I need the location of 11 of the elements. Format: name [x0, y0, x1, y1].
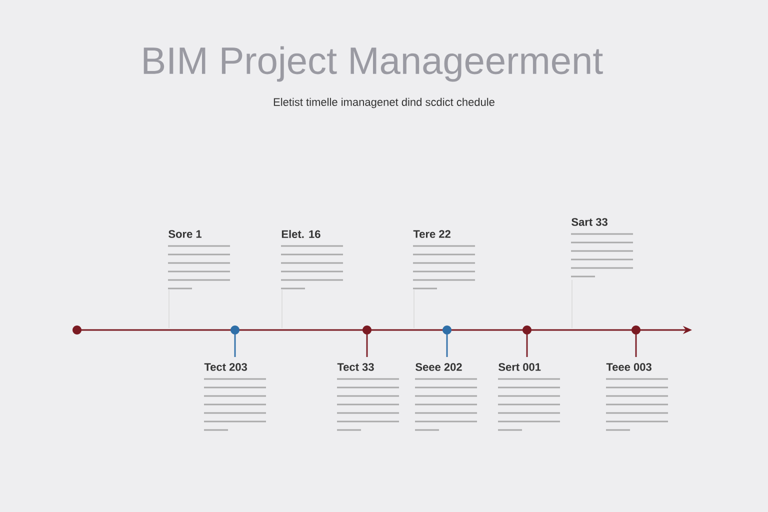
milestone-heading: Sore 1 — [168, 230, 202, 238]
milestone-heading: Sert 001 — [498, 363, 541, 371]
milestone-heading: Tere 22 — [413, 230, 450, 238]
subtitle: Eletist timelle imanagenet dind scdict chedule — [274, 98, 494, 108]
milestone-heading: Tect 203 — [204, 363, 247, 371]
milestone-heading: Teee 003 — [606, 363, 652, 371]
milestone-heading: Tect 33 — [337, 363, 374, 371]
milestone-heading: Sart 33 — [572, 218, 608, 226]
milestone-heading: Elet. 16 — [282, 230, 320, 238]
milestone-heading: Seee 202 — [416, 363, 462, 371]
title: BIM Project Manageerment — [144, 46, 603, 82]
